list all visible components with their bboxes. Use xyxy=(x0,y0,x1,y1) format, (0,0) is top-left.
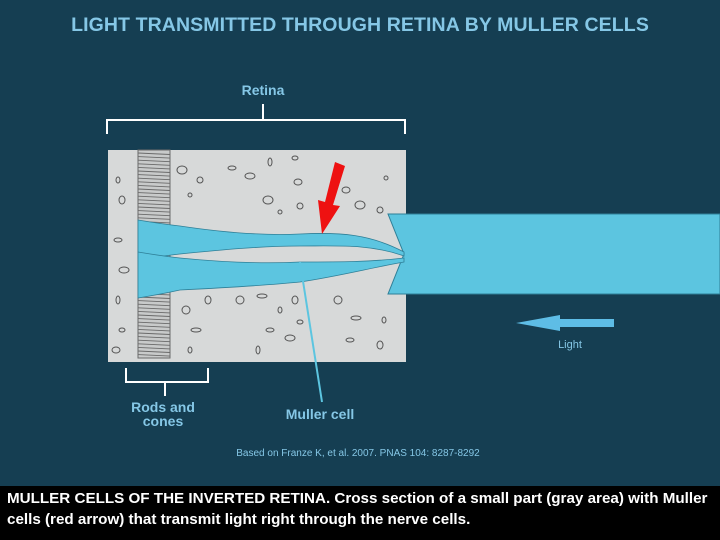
rods-label-line1: Rods and xyxy=(131,399,195,415)
cell-nucleus xyxy=(176,165,188,175)
cell-nucleus xyxy=(376,340,384,350)
cell-nucleus xyxy=(227,165,237,171)
light-arrow xyxy=(516,315,614,331)
rod-segment xyxy=(137,314,171,317)
cell-nucleus xyxy=(291,155,299,161)
rod-segment xyxy=(137,217,171,220)
rod-segment xyxy=(137,206,171,209)
rod-segment xyxy=(137,213,171,217)
rods-and-cones-label: Rods and cones xyxy=(110,400,216,428)
rod-segment xyxy=(137,195,171,199)
cell-nucleus xyxy=(345,337,355,343)
cell-nucleus xyxy=(181,305,191,315)
rod-segment xyxy=(137,321,171,325)
light-label: Light xyxy=(558,339,582,351)
cell-nucleus xyxy=(256,293,268,299)
cell-nucleus xyxy=(255,345,261,355)
cell-nucleus xyxy=(196,176,204,184)
rod-segment xyxy=(137,328,171,332)
caption: MULLER CELLS OF THE INVERTED RETINA. Cro… xyxy=(0,486,720,540)
cell-nucleus xyxy=(284,334,296,342)
muller-cell-label: Muller cell xyxy=(285,406,355,422)
rod-segment xyxy=(137,300,171,303)
cell-nucleus xyxy=(115,176,121,184)
rod-segment xyxy=(137,188,171,191)
rod-segment xyxy=(137,170,171,173)
rod-segment xyxy=(137,184,171,188)
rod-segment xyxy=(137,343,171,346)
cell-nucleus xyxy=(265,327,275,333)
cell-nucleus xyxy=(118,266,130,274)
rod-segment xyxy=(137,156,171,159)
cell-nucleus xyxy=(277,306,283,314)
cell-nucleus xyxy=(376,206,384,214)
rod-segment xyxy=(137,325,171,328)
rod-segment xyxy=(137,152,171,155)
rod-segment xyxy=(137,346,171,350)
cell-nucleus xyxy=(354,200,366,210)
rod-segment xyxy=(137,310,171,314)
rod-segment xyxy=(137,166,171,170)
cell-nucleus xyxy=(333,295,343,305)
cell-nucleus xyxy=(262,195,274,205)
cell-nucleus xyxy=(187,192,193,198)
rod-segment xyxy=(137,307,171,310)
cell-nucleus xyxy=(111,346,121,354)
cell-nucleus xyxy=(118,327,126,333)
cell-nucleus xyxy=(204,295,212,305)
cell-nucleus xyxy=(350,315,362,321)
cell-nucleus xyxy=(187,346,193,354)
rod-segment xyxy=(137,332,171,335)
cell-nucleus xyxy=(190,327,202,333)
retina-bracket xyxy=(106,104,406,134)
cell-nucleus xyxy=(291,295,299,305)
cell-nucleus xyxy=(277,209,283,215)
rod-segment xyxy=(137,318,171,321)
rods-label-line2: cones xyxy=(142,413,184,429)
diagram-title: LIGHT TRANSMITTED THROUGH RETINA BY MULL… xyxy=(71,14,649,36)
rods-cones-bracket xyxy=(125,368,209,396)
muller-cell-pointer xyxy=(299,261,323,403)
retina-label: Retina xyxy=(241,82,285,98)
rod-segment xyxy=(137,192,171,195)
rod-segment xyxy=(137,339,171,343)
light-tube xyxy=(387,213,720,295)
cell-nucleus xyxy=(113,237,123,243)
cell-nucleus xyxy=(118,195,126,205)
cell-nucleus xyxy=(293,178,303,186)
cell-nucleus xyxy=(296,319,304,325)
cell-nucleus xyxy=(341,186,351,194)
rod-segment xyxy=(137,336,171,339)
cell-nucleus xyxy=(235,295,245,305)
rod-segment xyxy=(137,177,171,181)
cell-nucleus xyxy=(381,316,387,324)
source-note: Based on Franze K, et al. 2007. PNAS 104… xyxy=(236,448,480,459)
rod-segment xyxy=(137,159,171,163)
red-arrow xyxy=(318,162,345,234)
cell-nucleus xyxy=(115,295,121,305)
rod-segment xyxy=(137,354,171,357)
rod-segment xyxy=(137,174,171,177)
rod-segment xyxy=(137,303,171,307)
rod-segment xyxy=(137,163,171,166)
cell-nucleus xyxy=(267,157,273,167)
rod-segment xyxy=(137,181,171,184)
rod-segment xyxy=(137,199,171,202)
rod-segment xyxy=(137,210,171,213)
cell-nucleus xyxy=(296,202,304,210)
rod-segment xyxy=(137,350,171,353)
cell-nucleus xyxy=(383,175,389,181)
muller-cells xyxy=(137,219,405,299)
nerve-cell-nuclei xyxy=(111,155,389,355)
cell-nucleus xyxy=(244,172,256,180)
rod-segment xyxy=(137,202,171,206)
